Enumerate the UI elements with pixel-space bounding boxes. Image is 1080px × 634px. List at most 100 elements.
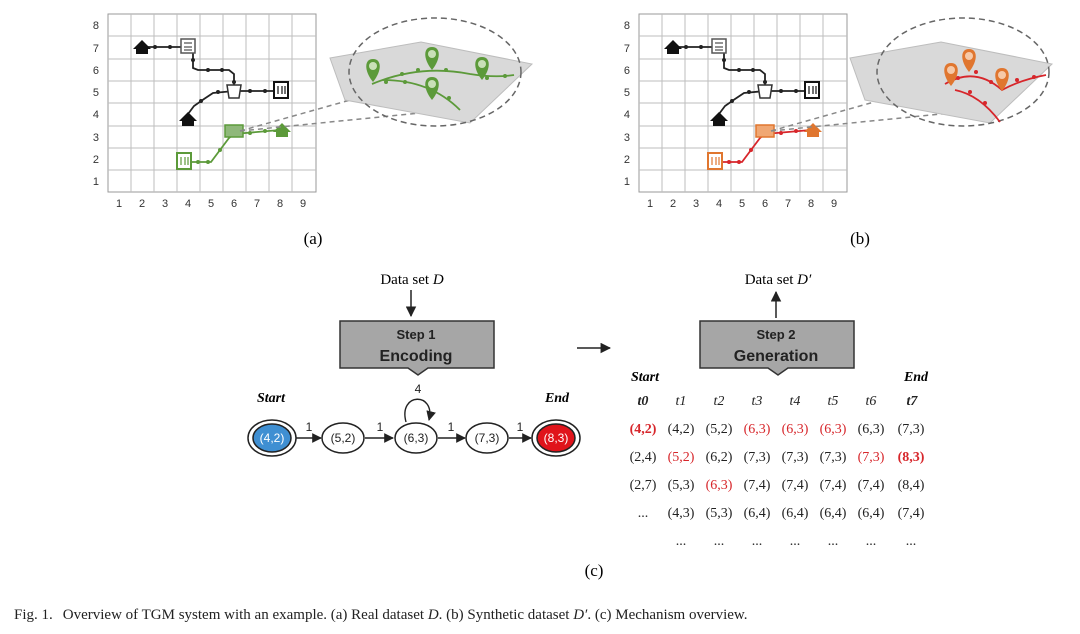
table-cell: (7,4) [782, 478, 809, 493]
end-label: End [544, 391, 570, 406]
trajectory-black [673, 46, 811, 92]
x-axis-ticks-b: 1 2 3 4 5 6 7 8 9 [647, 198, 837, 210]
edge-weight: 1 [517, 420, 524, 434]
step1-name: Encoding [380, 348, 453, 365]
y-tick: 4 [93, 109, 99, 121]
x-tick: 3 [162, 198, 168, 210]
trajectory-dots [196, 129, 267, 164]
shop-pin-icon [425, 77, 439, 100]
shop-icon [226, 84, 242, 99]
table-cell: (7,3) [858, 450, 885, 465]
graph-edges [295, 398, 532, 443]
table-row: (2,7) (5,3) (6,3) (7,4) (7,4) (7,4) (7,4… [630, 478, 925, 493]
y-tick: 8 [624, 20, 630, 32]
x-tick: 7 [254, 198, 260, 210]
x-tick: 9 [300, 198, 306, 210]
figure-caption: Fig. 1.Overview of TGM system with an ex… [14, 607, 748, 623]
panel-c-label: (c) [585, 561, 604, 580]
table-cell: (8,4) [898, 478, 925, 493]
trajectory-black [142, 46, 280, 92]
node-label: (7,3) [475, 431, 500, 445]
panel-a: 1 2 3 4 5 6 7 8 9 1 2 3 4 5 6 7 8 [93, 13, 534, 248]
x-tick: 3 [693, 198, 699, 210]
step2-title: Step 2 [756, 327, 795, 342]
shop-pin-icon [425, 47, 439, 70]
edge-weight: 1 [306, 420, 313, 434]
table-cell: (5,2) [706, 422, 733, 437]
shop-pin-icon [962, 49, 976, 72]
table-cell: (7,4) [744, 478, 771, 493]
zoom-callout-a [239, 17, 534, 132]
table-cell: (6,2) [706, 450, 733, 465]
y-tick: 1 [624, 176, 630, 188]
x-tick: 2 [670, 198, 676, 210]
x-tick: 4 [716, 198, 722, 210]
table-cell: ... [866, 534, 877, 549]
office-building-icon [707, 152, 723, 170]
shop-pin-icon [944, 63, 958, 86]
step1-title: Step 1 [396, 327, 435, 342]
trajectory-dots [684, 45, 798, 103]
node-start: (4,2) [247, 419, 297, 457]
table-row: ... (4,3) (5,3) (6,4) (6,4) (6,4) (6,4) … [638, 506, 925, 521]
panel-b: 1 2 3 4 5 6 7 8 9 1 2 3 4 5 6 7 8 [624, 13, 1054, 248]
table-start-label: Start [631, 370, 660, 385]
table-header-cell: t4 [790, 394, 801, 409]
table-cell: ... [828, 534, 839, 549]
x-tick: 1 [116, 198, 122, 210]
panel-b-label: (b) [850, 229, 870, 248]
table-cell: (4,2) [668, 422, 695, 437]
table-cell: (6,4) [820, 506, 847, 521]
panel-a-label: (a) [304, 229, 323, 248]
table-cell: (2,7) [630, 478, 657, 493]
hospital-icon [711, 38, 727, 54]
table-cell: (6,3) [706, 478, 733, 493]
x-tick: 2 [139, 198, 145, 210]
y-tick: 3 [624, 132, 630, 144]
input-dataset-label: Data set D [380, 272, 443, 288]
table-cell: (6,3) [820, 422, 847, 437]
trajectory-black [718, 90, 766, 115]
table-cell: (4,2) [630, 422, 657, 437]
table-header-cell: t0 [638, 394, 649, 409]
start-label: Start [257, 391, 286, 406]
y-tick: 8 [93, 20, 99, 32]
y-tick: 6 [93, 65, 99, 77]
y-tick: 7 [624, 43, 630, 55]
graph-node: (6,3) [394, 422, 438, 454]
table-header-cell: t2 [714, 394, 725, 409]
table-cell: (4,3) [668, 506, 695, 521]
step2-name: Generation [734, 348, 818, 365]
grid-b [638, 13, 848, 193]
x-tick: 8 [277, 198, 283, 210]
office-building-icon [176, 152, 192, 170]
table-cell: (7,3) [782, 450, 809, 465]
table-cell: (6,4) [782, 506, 809, 521]
table-header-cell: t1 [676, 394, 687, 409]
node-label: (6,3) [404, 431, 429, 445]
table-cell: (8,3) [898, 450, 925, 465]
table-cell: ... [906, 534, 917, 549]
output-dataset-label: Data set D′ [745, 272, 812, 288]
table-cell: (5,2) [668, 450, 695, 465]
table-cell: ... [790, 534, 801, 549]
step1-box: Step 1 Encoding [339, 320, 495, 376]
y-tick: 6 [624, 65, 630, 77]
y-tick: 3 [93, 132, 99, 144]
office-building-icon [804, 81, 820, 99]
y-tick: 1 [93, 176, 99, 188]
table-cell: (7,4) [858, 478, 885, 493]
home-icon [133, 40, 151, 54]
trajectory-dots [153, 45, 267, 103]
node-end: (8,3) [531, 419, 581, 457]
x-tick: 6 [231, 198, 237, 210]
hospital-icon [180, 38, 196, 54]
edge-weight: 1 [448, 420, 455, 434]
table-cell: (7,4) [820, 478, 847, 493]
table-header: t0 t1 t2 t3 t4 t5 t6 t7 [638, 394, 919, 409]
graph-node: (7,3) [465, 422, 509, 454]
table-cell: (2,4) [630, 450, 657, 465]
x-tick: 6 [762, 198, 768, 210]
table-cell: ... [752, 534, 763, 549]
home-icon [273, 123, 291, 137]
